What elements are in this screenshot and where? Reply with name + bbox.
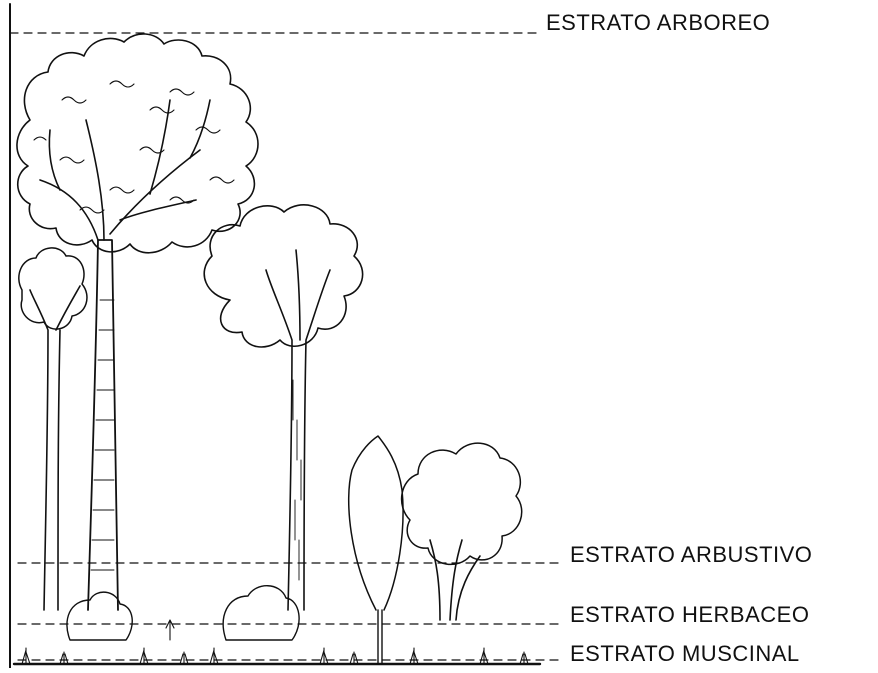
cypress-shrub [348, 435, 404, 611]
label-estrato-herbaceo: ESTRATO HERBACEO [570, 602, 810, 627]
middle-tree-trunk [265, 249, 331, 611]
tall-tree-trunk [87, 239, 119, 611]
grass-icon [21, 619, 529, 665]
center-shrub [222, 585, 300, 641]
small-left-tree-canopy [18, 247, 88, 330]
round-bush [400, 442, 523, 566]
tall-tree-canopy [16, 33, 259, 254]
small-left-tree-trunk [29, 285, 81, 611]
label-estrato-muscinal: ESTRATO MUSCINAL [570, 641, 800, 666]
middle-tree-canopy [203, 204, 364, 348]
left-shrub [66, 591, 133, 641]
label-estrato-arbustivo: ESTRATO ARBUSTIVO [570, 542, 813, 567]
label-estrato-arboreo: ESTRATO ARBOREO [546, 10, 771, 35]
